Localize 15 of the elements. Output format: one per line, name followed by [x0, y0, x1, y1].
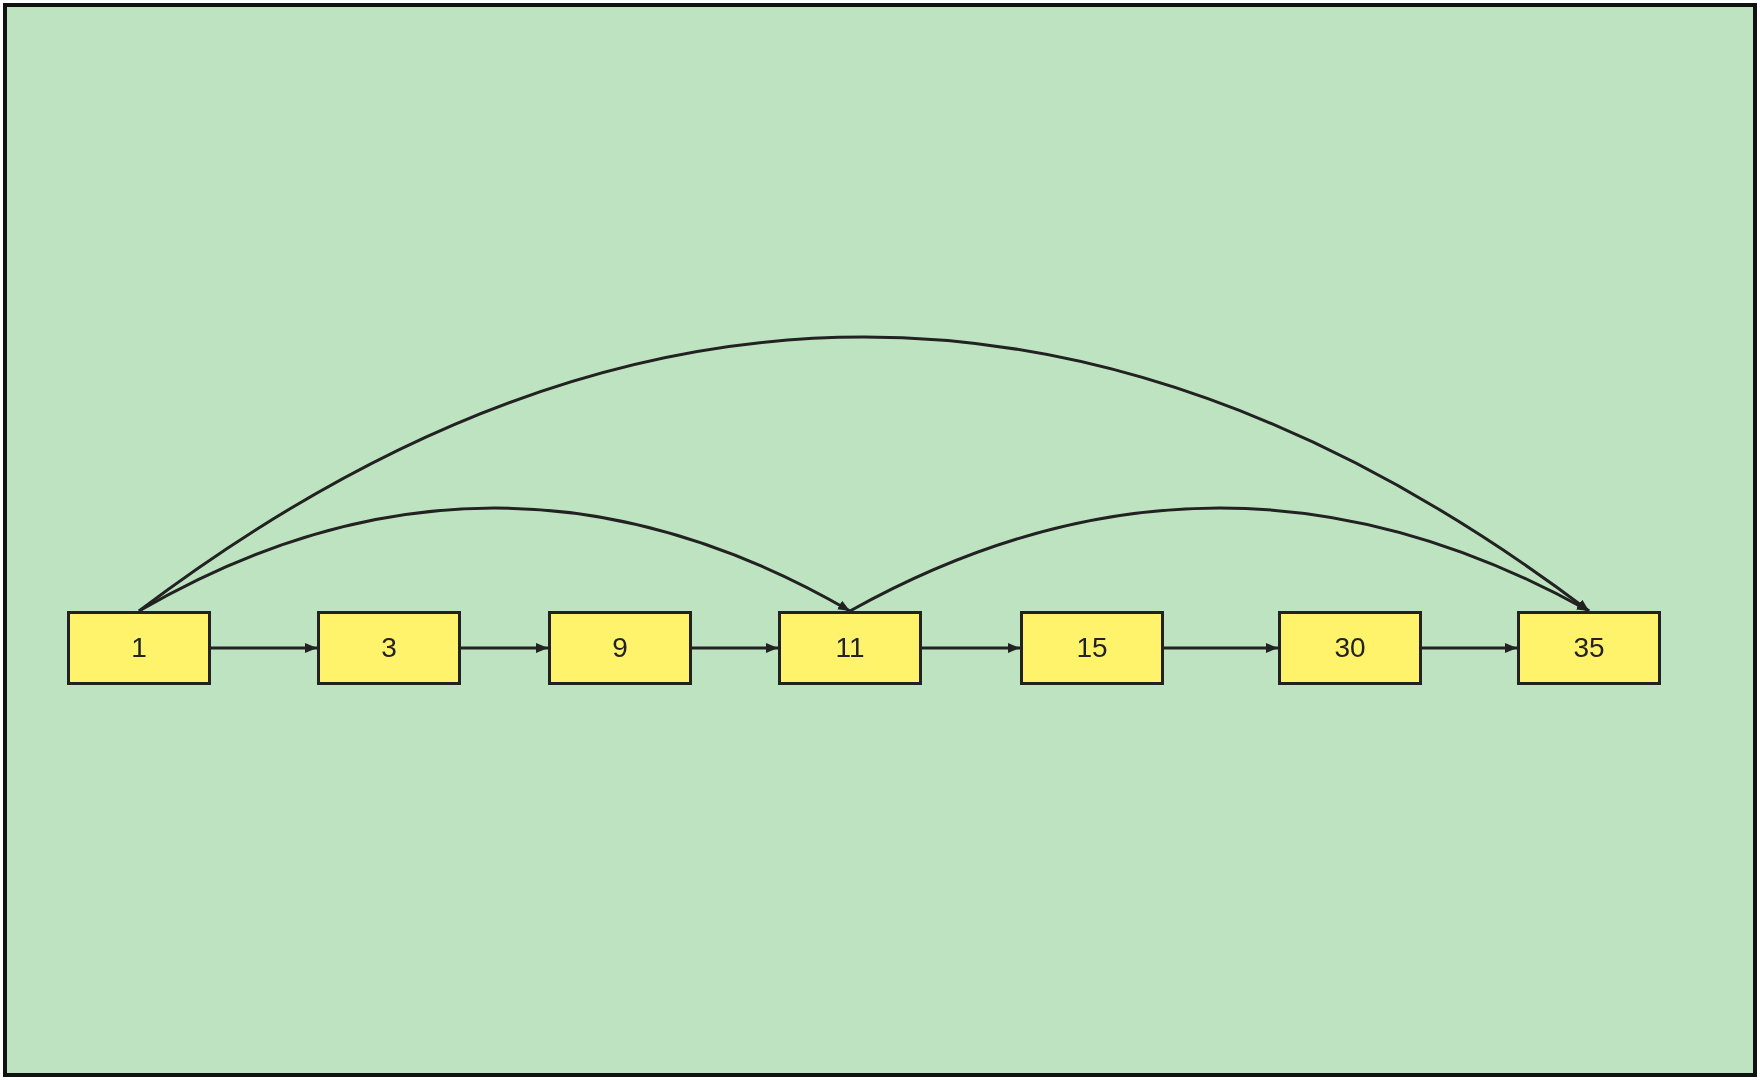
arrow: [922, 643, 1020, 653]
node-box: 1: [67, 611, 211, 685]
arrow: [211, 643, 317, 653]
node-box: 3: [317, 611, 461, 685]
node-box: 15: [1020, 611, 1164, 685]
arrow: [692, 643, 778, 653]
arrow: [138, 336, 1590, 613]
node-box: 9: [548, 611, 692, 685]
arrow: [1422, 643, 1517, 653]
node-box: 30: [1278, 611, 1422, 685]
arrow: [849, 506, 1590, 613]
node-box: 11: [778, 611, 922, 685]
arrow: [1164, 643, 1278, 653]
node-box: 35: [1517, 611, 1661, 685]
arrow: [461, 643, 548, 653]
